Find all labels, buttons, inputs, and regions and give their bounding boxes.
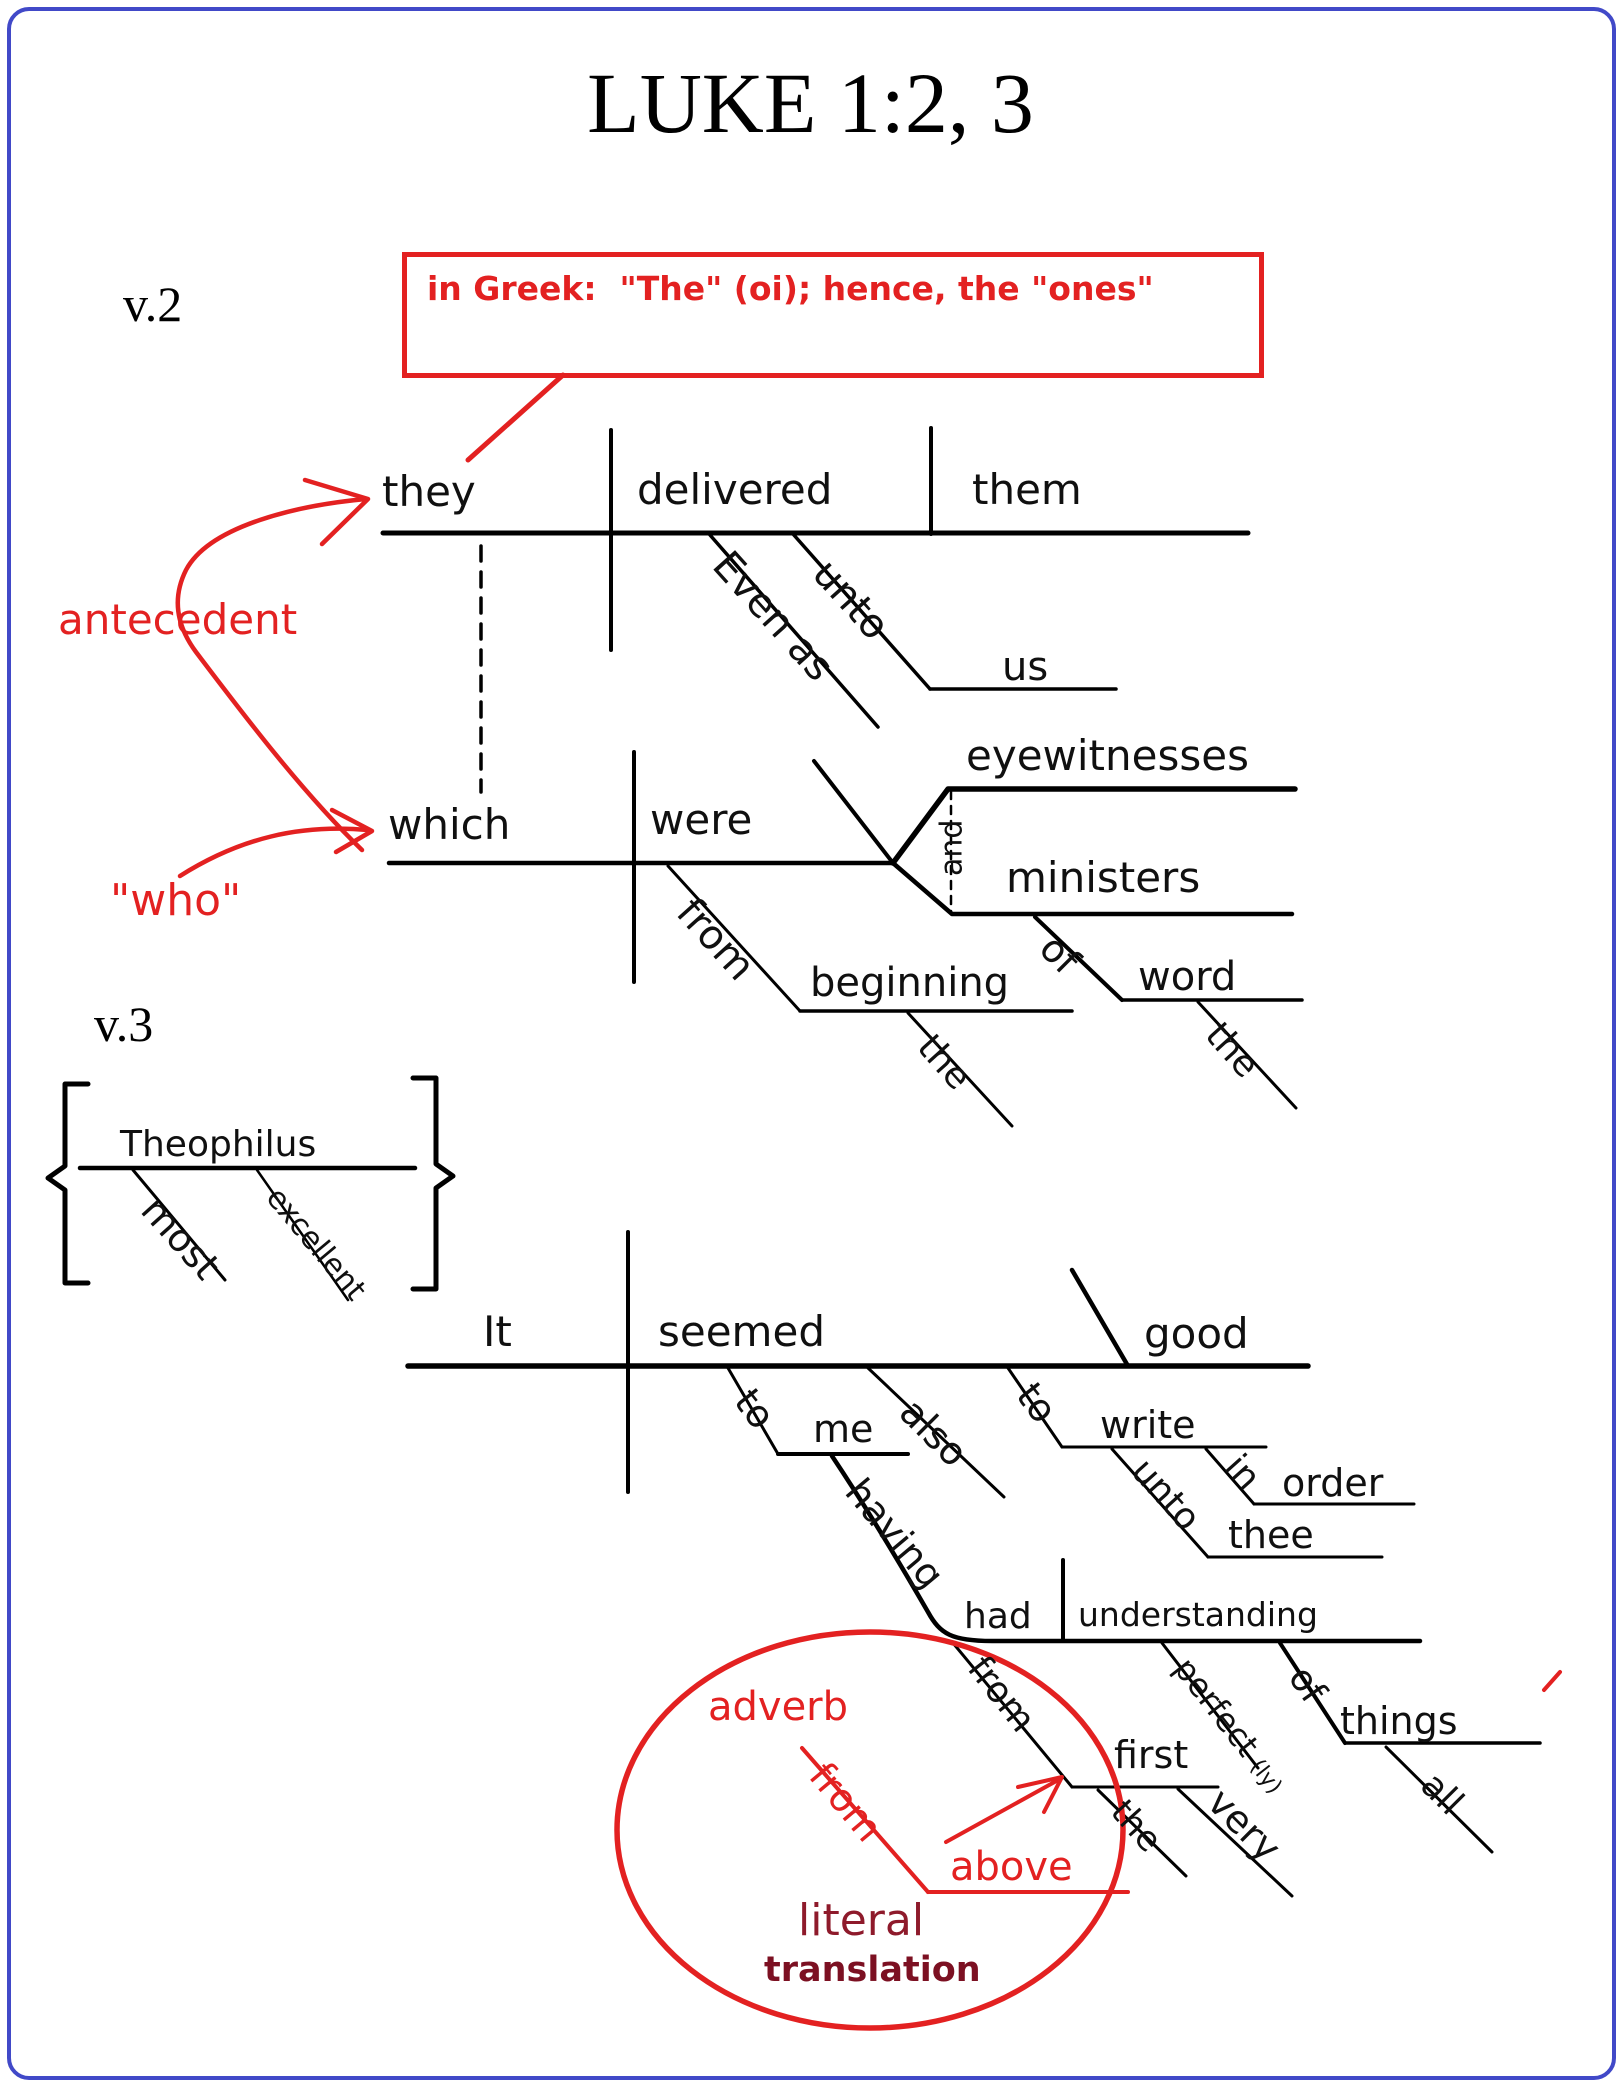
- c3-thee-word: thee: [1228, 1513, 1314, 1557]
- greek-note-box: in Greek: "The" (oi); hence, the "ones": [402, 252, 1264, 378]
- left-brace: [45, 1081, 91, 1286]
- participle-curve-baseline: [829, 1453, 1423, 1644]
- c3-order-word: order: [1282, 1461, 1384, 1505]
- p-all-diagonal: [1384, 1745, 1494, 1854]
- vocative-most-diagonal: [131, 1168, 227, 1282]
- verse-3-label: v.3: [94, 996, 154, 1052]
- c2-the-diagonal: [906, 1011, 1014, 1128]
- right-brace: [410, 1075, 456, 1292]
- p-perfect-diagonal: [1160, 1641, 1260, 1770]
- c3-also-diagonal: [866, 1366, 1006, 1499]
- c2-of-diagonal: [1033, 915, 1124, 1002]
- p-from-diagonal: [951, 1641, 1074, 1789]
- translation-label: translation: [764, 1950, 981, 1990]
- p-had-word: had: [964, 1596, 1032, 1637]
- c1-subject-word: they: [382, 467, 476, 516]
- c3-predicate-adj-word: good: [1144, 1309, 1249, 1358]
- note-box-pointer-line: [465, 372, 566, 463]
- red-arrowhead: [1016, 1775, 1064, 1814]
- c1-verb-word: delivered: [637, 465, 833, 514]
- vocative-noun-word: Theophilus: [120, 1124, 317, 1165]
- c2-predicate1-word: eyewitnesses: [966, 731, 1249, 780]
- p-things-word: things: [1340, 1699, 1458, 1743]
- antecedent-arrowhead: [302, 477, 371, 547]
- c3-unto-diagonal: [1110, 1447, 1210, 1559]
- page-title: LUKE 1:2, 3: [587, 55, 1034, 151]
- p-first-word: first: [1114, 1733, 1189, 1777]
- antecedent-label: antecedent: [58, 595, 298, 644]
- c1-prep-object-word: us: [1002, 644, 1049, 690]
- c3-in-diagonal: [1204, 1447, 1256, 1506]
- c3-predicate-slant: [1069, 1267, 1131, 1369]
- adverb-label: adverb: [708, 1684, 849, 1730]
- c3-me-word: me: [813, 1407, 874, 1451]
- c3-verb-word: seemed: [658, 1307, 825, 1356]
- c2-predicate2-word: ministers: [1006, 853, 1201, 902]
- c3-subject-word: It: [483, 1307, 512, 1356]
- red-arrow-shaft: [944, 1777, 1062, 1844]
- antecedent-s-curve: [175, 496, 369, 853]
- c2-fork-top: [890, 786, 1298, 866]
- c2-word-word: word: [1138, 954, 1237, 1000]
- red-from-diagonal: [800, 1746, 930, 1894]
- c2-subject-word: which: [388, 800, 511, 849]
- c1-object-word: them: [972, 465, 1082, 514]
- red-tick-mark: [1542, 1670, 1562, 1692]
- c1-prep-diagonal: [791, 532, 932, 691]
- who-arrowhead: [329, 807, 375, 855]
- c2-verb-word: were: [650, 795, 753, 844]
- literal-translation-circle: [614, 1629, 1126, 2031]
- c2-the2-diagonal: [1196, 1000, 1298, 1110]
- c1-conjunction-diagonal: [708, 533, 880, 729]
- c2-conjunction-word: and: [934, 819, 970, 876]
- p-of-diagonal: [1278, 1641, 1347, 1745]
- vocative-excellent-diagonal: [255, 1168, 350, 1302]
- above-label: above: [950, 1844, 1073, 1890]
- c2-fork-bottom: [890, 860, 1295, 917]
- verse-2-label: v.2: [123, 276, 183, 332]
- c3-to2-diagonal: [1006, 1366, 1064, 1449]
- c3-to1-diagonal: [726, 1366, 780, 1456]
- literal-label: literal: [798, 1895, 925, 1946]
- c2-from-diagonal: [666, 864, 802, 1013]
- p-very-diagonal: [1176, 1787, 1294, 1898]
- who-label: "who": [110, 875, 242, 926]
- who-curve: [177, 826, 371, 879]
- c2-beginning-word: beginning: [810, 960, 1010, 1006]
- page-border: [7, 7, 1616, 2080]
- c2-predicate-slant: [812, 759, 895, 865]
- greek-note-text: in Greek: "The" (oi); hence, the "ones": [427, 269, 1154, 308]
- c3-write-word: write: [1100, 1403, 1196, 1447]
- p-the-diagonal: [1096, 1788, 1188, 1878]
- p-understanding-word: understanding: [1078, 1595, 1318, 1634]
